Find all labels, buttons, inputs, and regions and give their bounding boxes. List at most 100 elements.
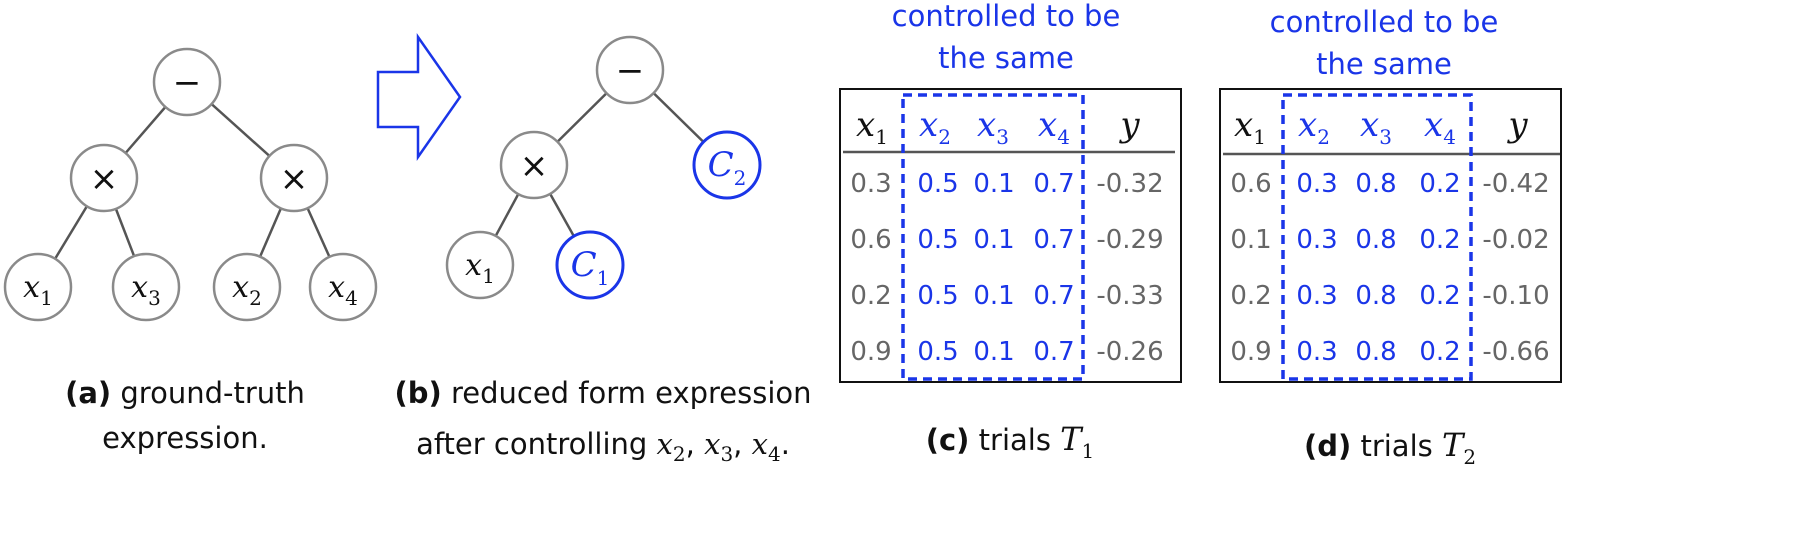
leaf-x1-a — [3, 252, 73, 322]
leaf-x1-a-label: x1 — [23, 270, 53, 310]
node-mul-b-label: × — [520, 146, 549, 186]
leaf-x2-a — [212, 252, 282, 322]
cell: 0.8 — [1355, 169, 1396, 199]
cell: 0.2 — [1419, 337, 1460, 367]
cell: 0.2 — [1419, 281, 1460, 311]
cell: 0.5 — [917, 281, 958, 311]
cell: -0.26 — [1096, 337, 1163, 367]
tree-a-nodes: − × × x1 x3 x2 x4 — [3, 47, 378, 322]
table-row: 0.2 0.3 0.8 0.2 -0.10 — [1230, 281, 1549, 311]
cell: 0.8 — [1355, 337, 1396, 367]
cell: 0.3 — [850, 169, 891, 199]
caption-b: (b) reduced form expression after contro… — [394, 376, 811, 466]
cell: -0.02 — [1482, 225, 1549, 255]
leaf-x4-a-label: x4 — [328, 270, 358, 310]
table-row: 0.3 0.5 0.1 0.7 -0.32 — [850, 169, 1163, 199]
caption-a-line1: (a) ground-truth — [65, 376, 305, 410]
table-c-body: 0.3 0.5 0.1 0.7 -0.32 0.6 0.5 0.1 0.7 -0… — [850, 169, 1163, 367]
cell: 0.7 — [1033, 225, 1074, 255]
table-row: 0.2 0.5 0.1 0.7 -0.33 — [850, 281, 1163, 311]
table-row: 0.6 0.5 0.1 0.7 -0.29 — [850, 225, 1163, 255]
header-y-c: y — [1118, 105, 1140, 145]
node-root-b — [595, 35, 665, 105]
table-d-frame — [1219, 88, 1562, 383]
cell: 0.3 — [1296, 225, 1337, 255]
header-y-d: y — [1506, 105, 1528, 145]
table-d-body: 0.6 0.3 0.8 0.2 -0.42 0.1 0.3 0.8 0.2 -0… — [1230, 169, 1549, 367]
const-c2-label: C2 — [708, 145, 747, 190]
cell: 0.2 — [850, 281, 891, 311]
caption-b-line2: after controlling x2, x3, x4. — [416, 427, 790, 466]
cell: 0.6 — [850, 225, 891, 255]
cell: -0.33 — [1096, 281, 1163, 311]
caption-c: (c) trials T1 — [926, 420, 1095, 463]
node-root-a — [152, 47, 222, 117]
cell: 0.3 — [1296, 281, 1337, 311]
const-c2-node — [692, 130, 762, 200]
caption-b-line1: (b) reduced form expression — [394, 376, 811, 410]
table-c-header: x1 x2 x3 x4 y — [856, 105, 1140, 149]
cell: 0.5 — [917, 337, 958, 367]
leaf-x1-b — [445, 230, 515, 300]
cell: 0.6 — [1230, 169, 1271, 199]
caption-a: (a) ground-truth expression. — [65, 376, 305, 455]
tree-b-nodes: − × x1 C1 C2 — [445, 35, 762, 300]
cell: 0.7 — [1033, 281, 1074, 311]
node-right-mul-a-label: × — [280, 159, 309, 199]
controlled-note-d-line1: controlled to be — [1270, 5, 1499, 39]
panel-d: controlled to be the same x1 x2 x3 x4 y … — [1219, 5, 1562, 469]
cell: -0.32 — [1096, 169, 1163, 199]
table-row: 0.9 0.5 0.1 0.7 -0.26 — [850, 337, 1163, 367]
node-root-a-label: − — [173, 63, 202, 103]
header-x1-c: x1 — [856, 105, 888, 149]
table-c-controlled-box — [901, 93, 1085, 381]
table-row: 0.1 0.3 0.8 0.2 -0.02 — [1230, 225, 1549, 255]
header-x2-c: x2 — [919, 105, 951, 149]
controlled-note-c-line1: controlled to be — [892, 0, 1121, 33]
cell: -0.66 — [1482, 337, 1549, 367]
cell: 0.3 — [1296, 337, 1337, 367]
transform-arrow-icon — [376, 33, 462, 161]
cell: 0.2 — [1419, 225, 1460, 255]
leaf-x4-a — [308, 252, 378, 322]
leaf-x3-a — [111, 252, 181, 322]
cell: 0.9 — [850, 337, 891, 367]
cell: 0.1 — [973, 225, 1014, 255]
panel-b: − × x1 C1 C2 (b) reduced form expression… — [394, 35, 812, 466]
panel-a: − × × x1 x3 x2 x4 (a) groun — [3, 47, 378, 455]
caption-d: (d) trials T2 — [1304, 426, 1476, 469]
header-x2-d: x2 — [1298, 105, 1330, 149]
cell: -0.29 — [1096, 225, 1163, 255]
table-row: 0.6 0.3 0.8 0.2 -0.42 — [1230, 169, 1549, 199]
cell: -0.42 — [1482, 169, 1549, 199]
node-mul-b — [499, 130, 569, 200]
header-x3-c: x3 — [977, 105, 1009, 149]
cell: 0.8 — [1355, 225, 1396, 255]
cell: 0.5 — [917, 169, 958, 199]
leaf-x2-a-label: x2 — [232, 270, 262, 310]
leaf-x1-b-label: x1 — [465, 248, 495, 288]
table-d-header: x1 x2 x3 x4 y — [1234, 105, 1528, 149]
cell: -0.10 — [1482, 281, 1549, 311]
header-x4-c: x4 — [1038, 105, 1070, 149]
table-row: 0.9 0.3 0.8 0.2 -0.66 — [1230, 337, 1549, 367]
node-root-b-label: − — [616, 51, 645, 91]
cell: 0.7 — [1033, 337, 1074, 367]
header-x4-d: x4 — [1424, 105, 1456, 149]
caption-a-line2: expression. — [102, 421, 268, 455]
controlled-note-c-line2: the same — [938, 41, 1074, 75]
header-x3-d: x3 — [1360, 105, 1392, 149]
table-d-controlled-box — [1281, 93, 1473, 381]
cell: 0.1 — [973, 169, 1014, 199]
cell: 0.5 — [917, 225, 958, 255]
cell: 0.1 — [1230, 225, 1271, 255]
node-left-mul-a — [69, 143, 139, 213]
leaf-x3-a-label: x3 — [131, 270, 161, 310]
cell: 0.2 — [1419, 169, 1460, 199]
cell: 0.2 — [1230, 281, 1271, 311]
header-x1-d: x1 — [1234, 105, 1266, 149]
cell: 0.9 — [1230, 337, 1271, 367]
cell: 0.7 — [1033, 169, 1074, 199]
table-c-frame — [839, 88, 1182, 383]
cell: 0.3 — [1296, 169, 1337, 199]
